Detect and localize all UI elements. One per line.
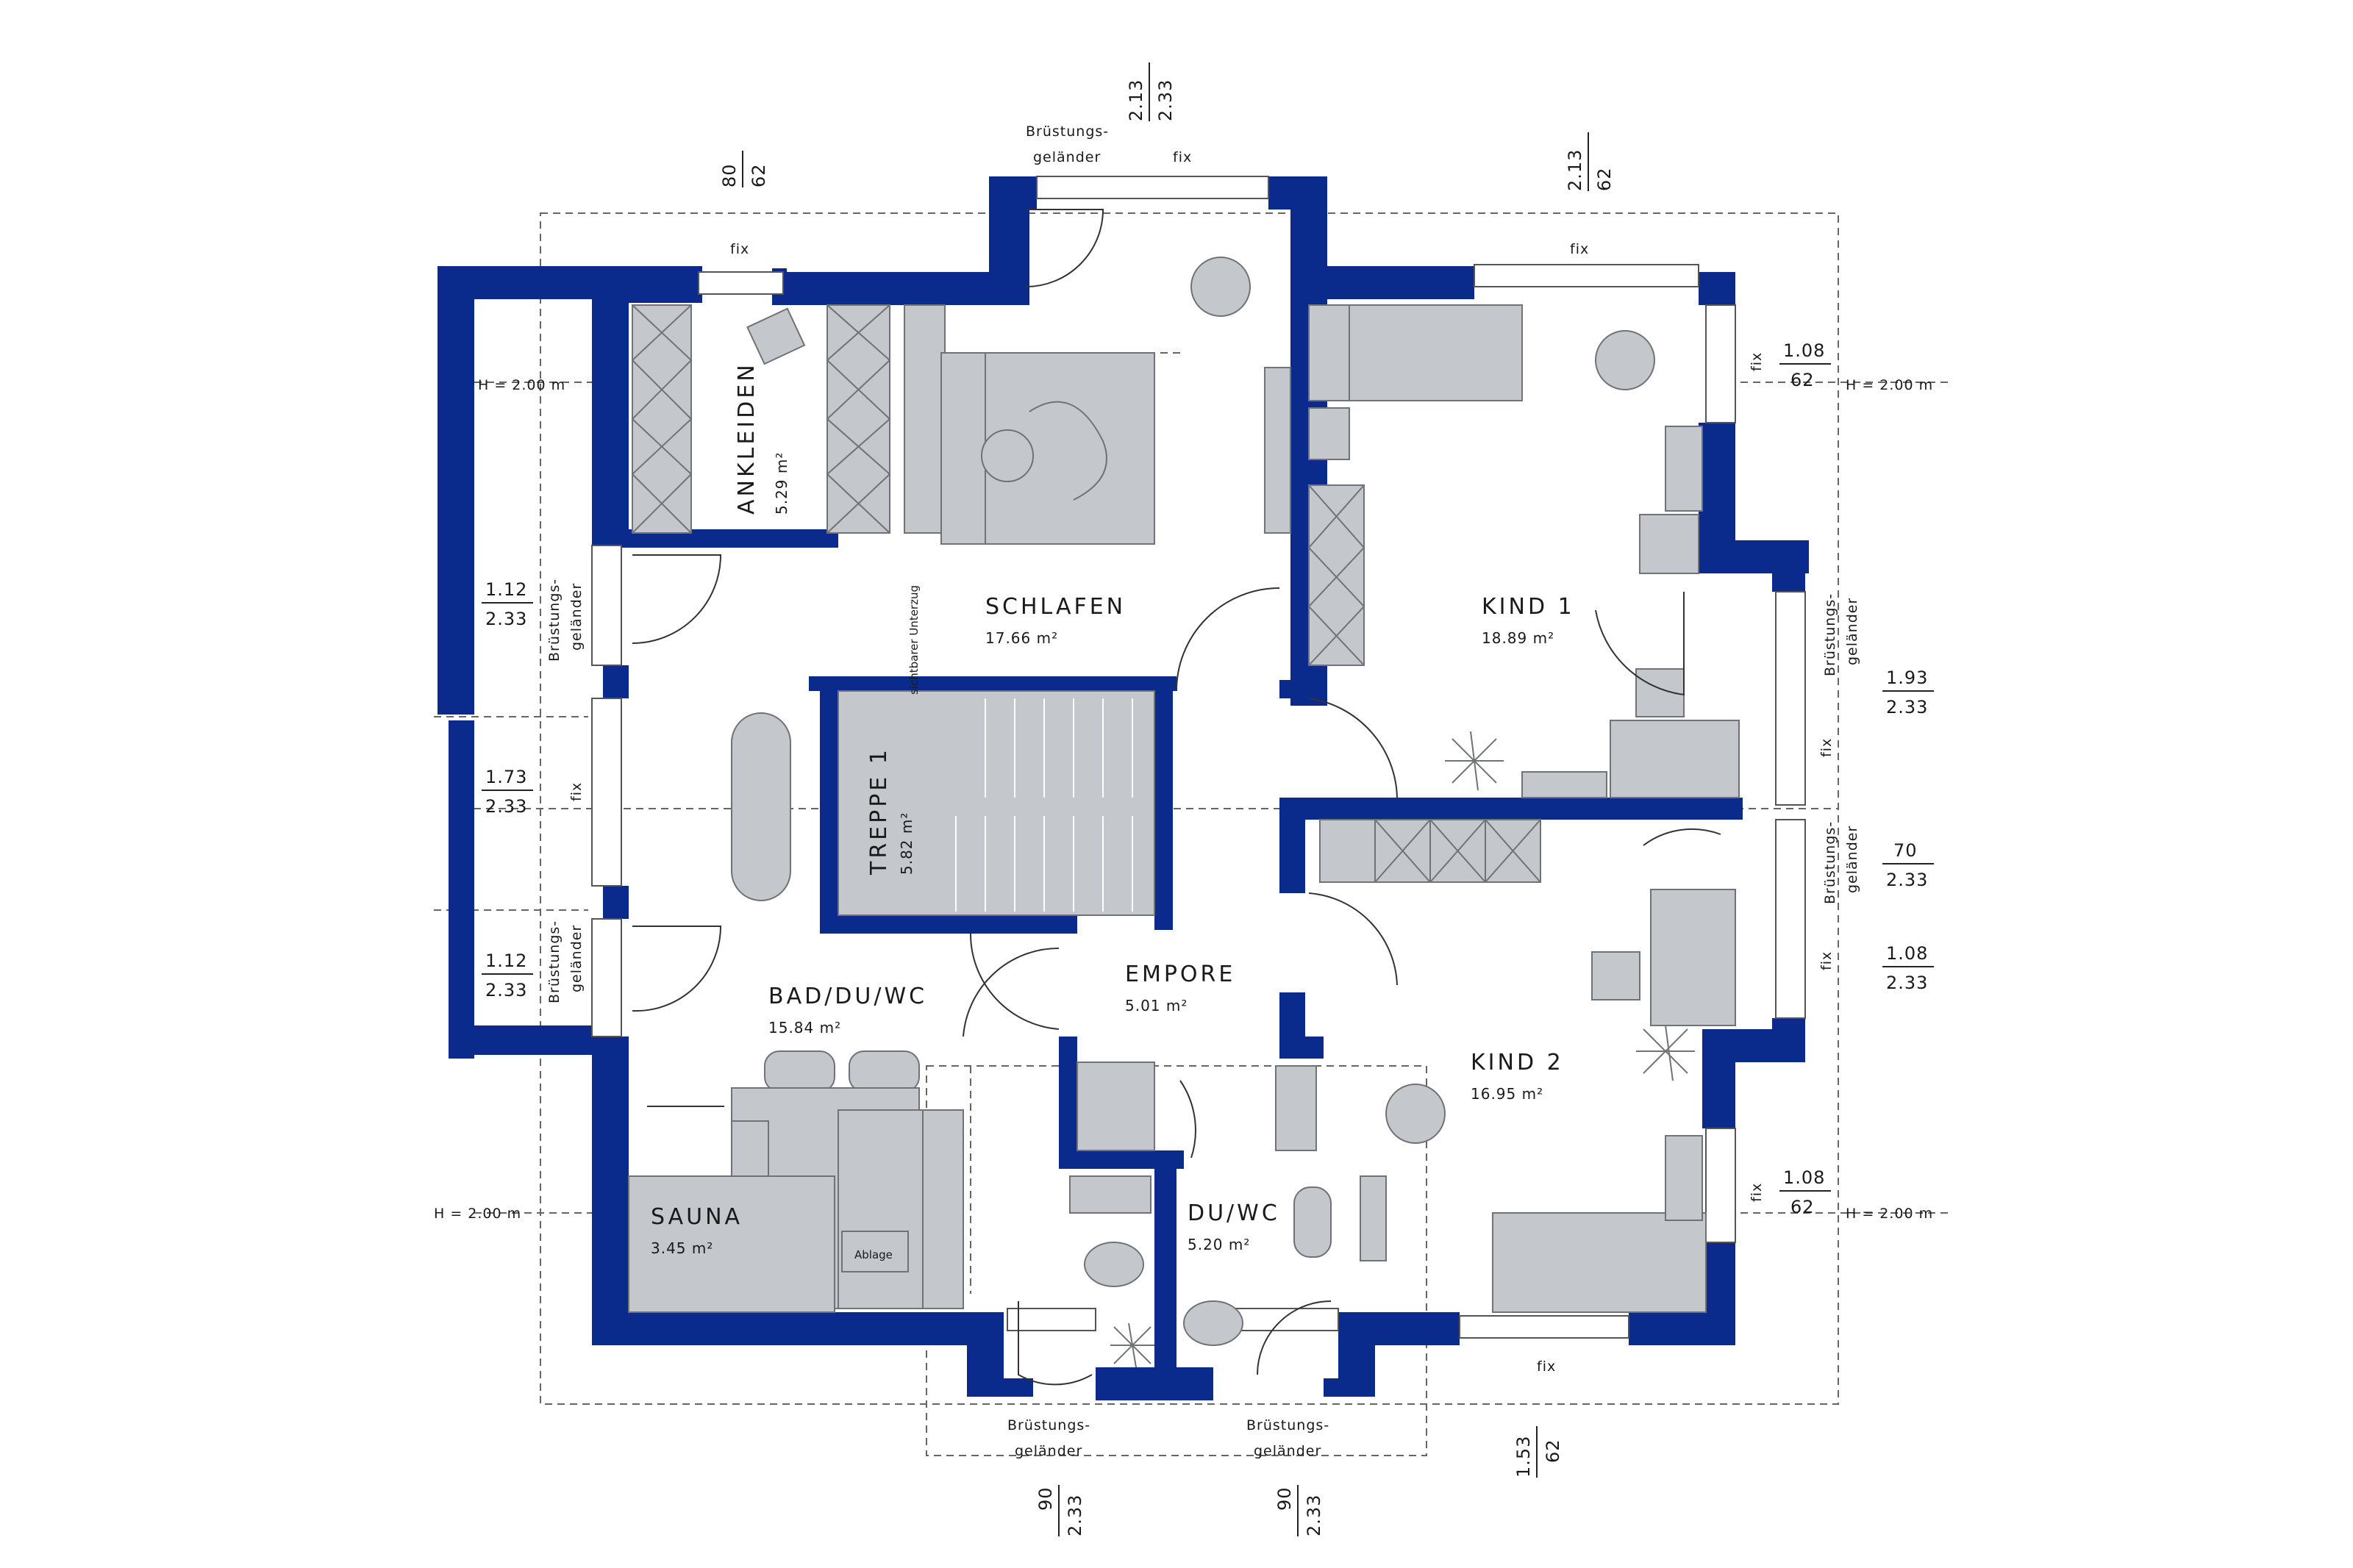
railing-label: geländer (1015, 1443, 1082, 1459)
railing-label: Brüstungs- (1007, 1417, 1090, 1433)
railing-label: Brüstungs- (1026, 123, 1109, 140)
dim-bottom-1-a: 90 (1035, 1486, 1056, 1511)
fix-label: fix (1818, 951, 1835, 970)
railing-label: geländer (1844, 598, 1860, 665)
dim-left-1-b: 2.33 (485, 609, 527, 629)
railing-label: Brüstungs- (546, 920, 563, 1003)
dim-right-5-b: 62 (1790, 1197, 1815, 1217)
room-kind2-area: 16.95 m² (1471, 1085, 1543, 1103)
room-sauna-name: SAUNA (651, 1204, 743, 1230)
dim-bottom-2-a: 90 (1274, 1486, 1295, 1511)
room-schlafen-name: SCHLAFEN (985, 594, 1126, 620)
railing-label: Brüstungs- (1246, 1417, 1329, 1433)
dim-right-4-b: 2.33 (1886, 973, 1928, 993)
dim-top-left-a: 80 (719, 163, 740, 187)
height-label: H = 2.00 m (434, 1206, 521, 1222)
plant-icons (1110, 731, 1695, 1368)
room-duwc-name: DU/WC (1188, 1200, 1280, 1226)
fix-label: fix (1749, 352, 1765, 371)
dim-right-5-a: 1.08 (1783, 1167, 1825, 1188)
railing-label: Brüstungs- (1822, 593, 1838, 676)
room-kind2-name: KIND 2 (1471, 1050, 1564, 1075)
fix-label: fix (1537, 1358, 1556, 1375)
shelf-label: Ablage (854, 1248, 893, 1261)
room-labels: ANKLEIDEN 5.29 m² SCHLAFEN 17.66 m² KIND… (651, 362, 1575, 1257)
fix-label: fix (568, 782, 585, 801)
height-label: H = 2.00 m (478, 377, 565, 393)
railing-label: geländer (1033, 149, 1101, 165)
dim-left-3-b: 2.33 (485, 980, 527, 1000)
dim-top-mid-a: 2.13 (1126, 79, 1146, 121)
dim-top-mid-b: 2.33 (1155, 79, 1176, 121)
room-schlafen-area: 17.66 m² (985, 629, 1058, 647)
room-kind1-name: KIND 1 (1482, 594, 1575, 620)
fix-label: fix (730, 241, 749, 257)
room-empore-name: EMPORE (1125, 962, 1235, 987)
dim-right-3-b: 2.33 (1886, 870, 1928, 890)
annotations: fix fix fix fix fix fix fix fix fix Brüs… (434, 123, 1933, 1459)
railing-label: Brüstungs- (1822, 821, 1838, 904)
railing-label: Brüstungs- (546, 579, 563, 662)
railing-label: geländer (568, 583, 585, 651)
dim-left-1-a: 1.12 (485, 579, 527, 600)
fix-label: fix (1818, 738, 1835, 757)
doors (632, 209, 1721, 1386)
railing-label: geländer (568, 925, 585, 992)
room-empore-area: 5.01 m² (1125, 997, 1188, 1014)
fix-label: fix (1173, 149, 1192, 165)
dim-top-right-a: 2.13 (1565, 149, 1585, 191)
railing-label: geländer (1844, 826, 1860, 893)
dim-right-3-a: 70 (1893, 840, 1918, 861)
height-label: H = 2.00 m (1846, 377, 1933, 393)
dim-right-1-b: 62 (1790, 370, 1815, 390)
beam-label: sichtbarer Unterzug (907, 585, 921, 695)
dim-bottom-2-b: 2.33 (1304, 1494, 1324, 1536)
dim-right-2-a: 1.93 (1886, 667, 1928, 688)
stair-treads (955, 698, 1133, 912)
room-sauna-area: 3.45 m² (651, 1239, 713, 1257)
dim-top-right-b: 62 (1594, 167, 1615, 191)
room-bad-name: BAD/DU/WC (768, 984, 927, 1009)
height-label: H = 2.00 m (1846, 1206, 1933, 1222)
fix-label: fix (1570, 241, 1589, 257)
railing-label: geländer (1254, 1443, 1321, 1459)
dim-left-2-b: 2.33 (485, 796, 527, 817)
room-ankleiden-name: ANKLEIDEN (734, 362, 760, 515)
dim-bottom-1-b: 2.33 (1065, 1494, 1085, 1536)
room-kind1-area: 18.89 m² (1482, 629, 1554, 647)
dim-left-3-a: 1.12 (485, 951, 527, 971)
room-treppe-area: 5.82 m² (898, 812, 915, 875)
dimensions: 80 62 2.13 2.33 2.13 62 1.12 2.33 1.73 2… (482, 62, 1934, 1536)
furniture (628, 257, 1740, 1346)
dim-right-1-a: 1.08 (1783, 340, 1825, 361)
dim-right-4-a: 1.08 (1886, 943, 1928, 964)
dim-bottom-3-a: 1.53 (1513, 1436, 1534, 1478)
room-duwc-area: 5.20 m² (1188, 1236, 1250, 1253)
dim-right-2-b: 2.33 (1886, 697, 1928, 717)
room-bad-area: 15.84 m² (768, 1019, 841, 1037)
dim-top-left-b: 62 (749, 163, 769, 187)
dim-left-2-a: 1.73 (485, 767, 527, 787)
room-treppe-name: TREPPE 1 (866, 747, 892, 876)
room-ankleiden-area: 5.29 m² (773, 452, 790, 515)
dim-bottom-3-b: 62 (1543, 1439, 1563, 1463)
fix-label: fix (1749, 1183, 1765, 1202)
